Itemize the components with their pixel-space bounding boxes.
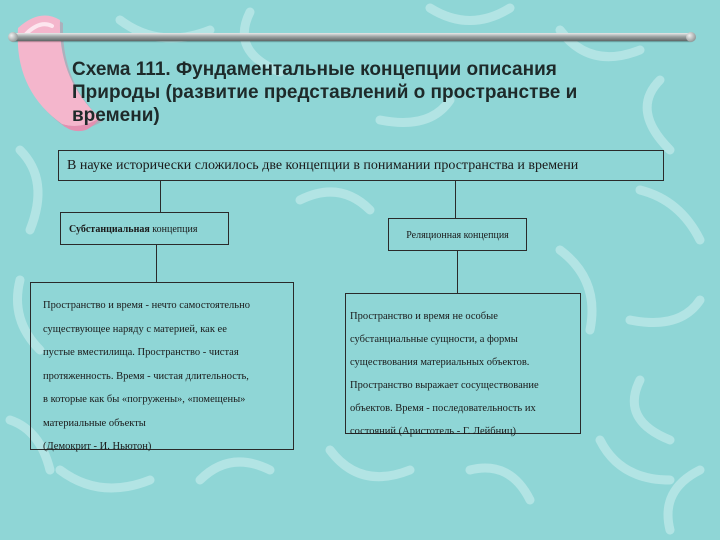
root-concept-text: В науке исторически сложилось две концеп… <box>67 158 579 173</box>
connector-line <box>455 181 456 218</box>
relational-line: Пространство выражает сосуществование <box>350 380 539 391</box>
substantial-line: (Демокрит - И. Ньютон) <box>43 441 152 452</box>
substantial-line: существующее наряду с материей, как ее <box>43 323 227 335</box>
substantial-line: протяженность. Время - чистая длительнос… <box>43 370 249 382</box>
relational-line: состояний (Аристотель - Г. Лейбниц) <box>350 426 517 437</box>
substantial-description-box: Пространство и время - нечто самостоятел… <box>30 282 294 452</box>
connector-line <box>156 245 157 282</box>
connector-line <box>160 181 161 212</box>
relational-description-box: Пространство и время не особые субстанци… <box>345 293 581 437</box>
relational-line: Пространство и время не особые <box>350 311 498 322</box>
header-divider-bar <box>8 32 696 42</box>
relational-line: субстанциальные сущности, а формы <box>350 334 518 345</box>
substantial-concept-bold: Субстанциальная <box>69 224 150 235</box>
relational-line: объектов. Время - последовательность их <box>350 403 536 414</box>
title-line-2: Природы (развитие представлений о простр… <box>72 82 578 103</box>
title-line-3: времени) <box>72 105 160 126</box>
relational-concept-text: Реляционная концепция <box>406 230 509 241</box>
pink-boomerang-logo <box>17 15 103 132</box>
substantial-line: пустые вместилища. Пространство - чистая <box>43 347 239 358</box>
relational-concept-box: Реляционная концепция <box>388 218 527 251</box>
substantial-line: Пространство и время - нечто самостоятел… <box>43 300 250 311</box>
substantial-concept-rest: концепция <box>149 224 198 235</box>
substantial-line: в которые как бы «погружены», «помещены» <box>43 394 246 405</box>
connector-line <box>457 251 458 293</box>
substantial-concept-box: Субстанциальная концепция <box>60 212 229 245</box>
relational-line: существования материальных объектов. <box>350 357 530 368</box>
root-concept-box: В науке исторически сложилось две концеп… <box>58 150 664 181</box>
substantial-line: материальные объекты <box>43 417 146 429</box>
title-line-1: Схема 111. Фундаментальные концепции опи… <box>72 59 557 80</box>
slide-title: Схема 111. Фундаментальные концепции опи… <box>72 58 632 127</box>
